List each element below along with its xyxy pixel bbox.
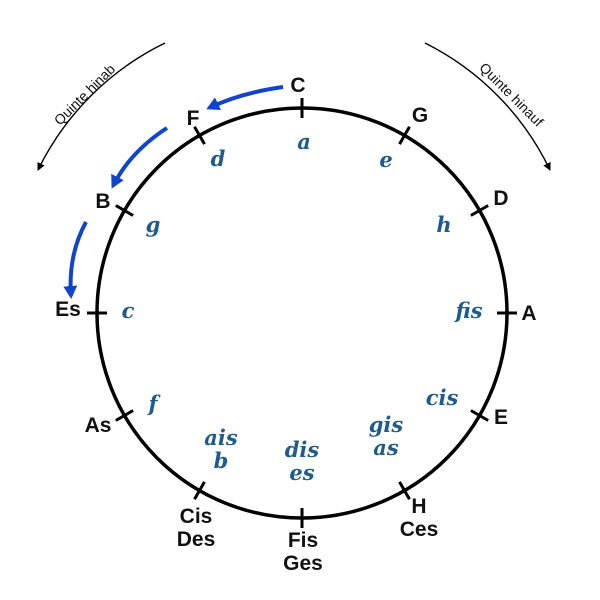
- quinte-hinauf-label: Quinte hinauf: [476, 59, 546, 129]
- tick-b: [115, 204, 134, 217]
- minor-key-as: f: [146, 391, 161, 416]
- minor-key-a: fis: [453, 298, 482, 323]
- major-key-cis: Cis: [180, 505, 213, 528]
- tick-g: [398, 126, 411, 145]
- major-key-h-alt: Ces: [400, 518, 439, 541]
- blue-arrow-c-to-f: [206, 85, 284, 110]
- minor-key-b: g: [146, 212, 161, 237]
- tick-e: [470, 409, 489, 422]
- tick-f: [193, 126, 206, 145]
- minor-key-cis: ais: [204, 425, 238, 450]
- major-key-e: E: [494, 406, 508, 429]
- major-key-f: F: [187, 107, 200, 130]
- major-key-as: As: [85, 414, 112, 437]
- tick-cis: [193, 481, 206, 500]
- blue-arrow-f-to-b: [111, 126, 169, 189]
- major-key-cis-alt: Des: [177, 528, 216, 551]
- arrow-fifth-up: [424, 42, 551, 171]
- major-key-b: B: [95, 190, 110, 213]
- tick-h: [398, 481, 411, 500]
- minor-key-h: gis: [369, 412, 404, 437]
- minor-key-f: d: [211, 146, 226, 171]
- major-key-c: C: [290, 74, 305, 97]
- minor-key-fis-alt: es: [289, 460, 314, 485]
- major-key-fis: Fis: [288, 529, 318, 552]
- minor-key-e: cis: [426, 385, 459, 410]
- blue-arrow-b-to-es: [63, 221, 88, 299]
- major-key-fis-alt: Ges: [283, 552, 323, 575]
- minor-key-d: h: [436, 212, 451, 237]
- major-key-a: A: [521, 302, 536, 325]
- tick-d: [470, 204, 489, 217]
- quinte-hinab-label: Quinte hinab: [51, 61, 119, 129]
- tick-as: [115, 409, 134, 422]
- minor-key-c: a: [297, 129, 311, 154]
- minor-key-fis: dis: [285, 437, 320, 462]
- major-key-g: G: [412, 104, 428, 127]
- arrow-fifth-down: [37, 42, 166, 171]
- minor-key-es: c: [122, 298, 135, 323]
- major-key-h: H: [411, 495, 426, 518]
- minor-key-g: e: [379, 147, 392, 172]
- minor-key-h-alt: as: [373, 435, 399, 460]
- major-key-es: Es: [55, 298, 81, 321]
- minor-key-cis-alt: b: [214, 448, 229, 473]
- major-key-d: D: [493, 187, 508, 210]
